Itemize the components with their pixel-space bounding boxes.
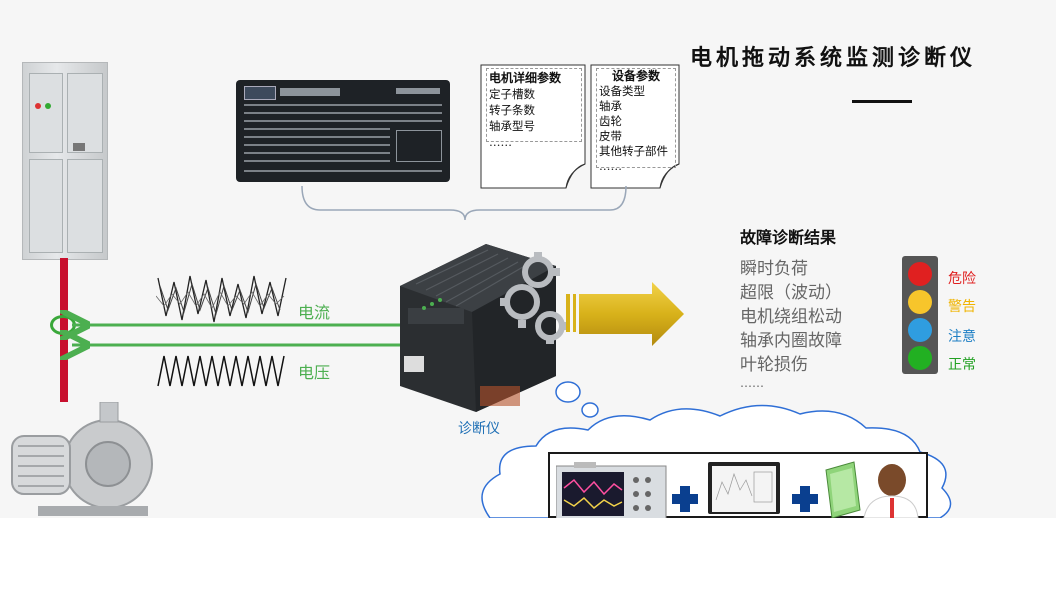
voltage-label: 电压 bbox=[298, 363, 331, 382]
normal-lamp bbox=[908, 346, 932, 370]
caution-lamp bbox=[908, 318, 932, 342]
results-title: 故障诊断结果 bbox=[740, 228, 837, 247]
device-param-item: 设备类型 bbox=[599, 84, 645, 98]
danger-lamp bbox=[908, 262, 932, 286]
device-param-item: 齿轮 bbox=[599, 114, 622, 128]
device-params-doc: 设备参数 设备类型 轴承 齿轮 皮带 其他转子部件 …… bbox=[596, 68, 676, 173]
status-light-panel bbox=[902, 256, 938, 374]
device-params-heading: 设备参数 bbox=[611, 69, 660, 83]
motor-detail-item: …… bbox=[489, 135, 512, 149]
motor-details-heading: 电机详细参数 bbox=[489, 71, 562, 85]
device-params-doc-shape bbox=[590, 64, 680, 189]
switchgear-cabinet-image bbox=[22, 62, 108, 260]
result-item: 超限（波动） bbox=[740, 283, 842, 303]
motor-detail-item: 轴承型号 bbox=[489, 119, 535, 133]
result-item: 轴承内圈故障 bbox=[740, 331, 842, 351]
device-param-item: …… bbox=[599, 159, 622, 173]
current-waveform bbox=[156, 275, 287, 323]
motor-detail-item: 定子槽数 bbox=[489, 87, 535, 101]
device-label: 诊断仪 bbox=[458, 421, 500, 437]
blower-motor-image bbox=[8, 402, 158, 520]
laptop-icon bbox=[708, 462, 780, 514]
device-param-item: 轴承 bbox=[599, 99, 622, 113]
page-title: 电机拖动系统监测诊断仪 bbox=[690, 46, 977, 71]
motor-detail-item: 转子条数 bbox=[489, 103, 535, 117]
motor-details-doc: 电机详细参数 定子槽数 转子条数 轴承型号 …… bbox=[486, 68, 582, 149]
result-item: …… bbox=[740, 376, 764, 390]
expert-person-icon bbox=[825, 461, 919, 518]
device-param-item: 皮带 bbox=[599, 129, 622, 143]
result-item: 叶轮损伤 bbox=[740, 355, 808, 375]
footer-strip bbox=[0, 518, 1056, 594]
device-param-item: 其他转子部件 bbox=[599, 144, 668, 158]
gear-icon bbox=[500, 252, 570, 344]
signal-lines bbox=[60, 310, 400, 360]
plus-icon bbox=[672, 486, 698, 512]
status-label-normal: 正常 bbox=[948, 357, 976, 373]
warning-lamp bbox=[908, 290, 932, 314]
result-item: 电机绕组松动 bbox=[740, 307, 842, 327]
voltage-waveform bbox=[157, 355, 285, 387]
title-underline bbox=[852, 100, 912, 103]
oscilloscope-icon bbox=[556, 462, 667, 520]
status-label-warning: 警告 bbox=[948, 299, 976, 315]
arrow-right-icon bbox=[566, 282, 684, 346]
plus-icon bbox=[792, 486, 818, 512]
status-label-danger: 危险 bbox=[948, 271, 976, 287]
motor-details-doc-shape bbox=[480, 64, 586, 189]
motor-nameplate-image bbox=[236, 80, 450, 182]
status-label-caution: 注意 bbox=[948, 329, 976, 345]
current-label: 电流 bbox=[298, 303, 331, 322]
input-bracket bbox=[301, 186, 627, 221]
result-item: 瞬时负荷 bbox=[740, 259, 808, 279]
